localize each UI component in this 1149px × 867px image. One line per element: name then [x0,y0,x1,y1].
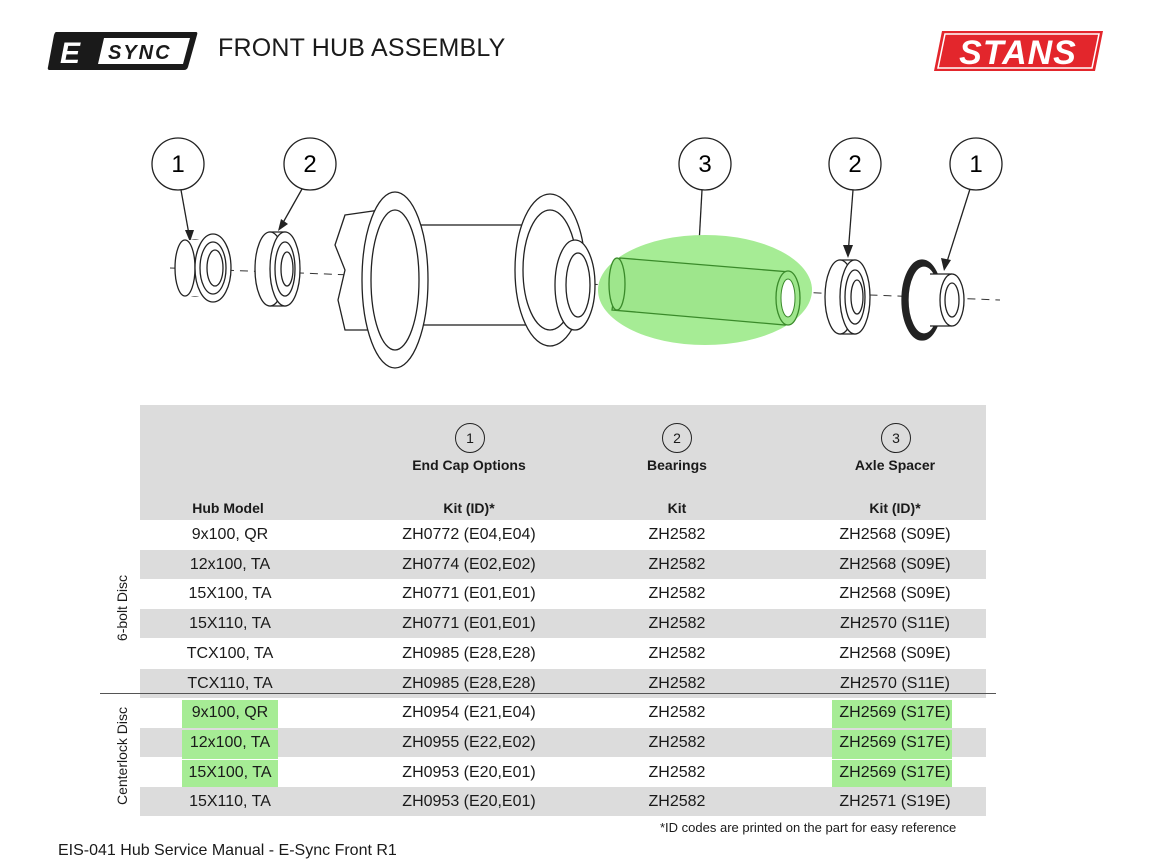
table-row: 15X110, TA ZH0953 (E20,E01) ZH2582 ZH2571 (… [140,787,986,817]
axle-spacer [598,235,812,345]
table-row: TCX110, TA ZH0985 (E28,E28) ZH2582 ZH2570 (… [140,668,986,698]
axle-spacer-cell: ZH2571 (S19E) [839,793,951,811]
callout-2-right-label: 2 [848,151,861,178]
end-cap-cell: ZH0953 (E20,E01) [402,763,536,781]
axle-spacer-cell: ZH2570 (S11E) [840,615,950,633]
highlight-hub-model [182,700,278,730]
axle-spacer-cell: ZH2569 (S17E) [839,733,951,751]
column-2-number: 2 [662,423,692,453]
callout-2-left: 2 [278,137,337,231]
brand-logo-text: STANS [959,34,1077,72]
end-cap-cell: ZH0954 (E21,E04) [402,704,536,722]
highlight-axle-spacer [832,759,952,787]
hub-model-cell: 9x100, QR [191,526,269,543]
callout-3-label: 3 [698,151,711,178]
end-cap-left [174,233,232,303]
axle-spacer-cell: ZH2570 (S11E) [840,674,950,692]
page-title: FRONT HUB ASSEMBLY [218,34,506,62]
axle-spacer-cell: ZH2569 (S17E) [839,763,951,781]
end-cap-right [901,259,965,341]
group-label-6-bolt: 6-bolt Disc [114,574,130,642]
callout-1-right-label: 1 [969,151,982,178]
end-cap-cell: ZH0772 (E04,E04) [402,526,536,543]
table-row: 12x100, TA ZH0955 (E22,E02) ZH2582 ZH2569 (… [140,727,986,759]
column-2-sub: Kit [667,500,687,516]
hub-model-cell: 15X100, TA [188,585,272,603]
bearing-cell: ZH2582 [648,555,706,573]
column-2-name: Bearings [647,457,707,473]
bearing-cell: ZH2582 [648,674,706,692]
hub-model-cell: TCX110, TA [187,674,273,692]
end-cap-cell: ZH0985 (E28,E28) [402,674,536,692]
bearing-left [254,231,301,307]
callout-2-left-label: 2 [303,151,316,178]
parts-table: 1 2 3 End Cap Options Bearings Axle Spac… [140,405,986,817]
end-cap-cell: ZH0771 (E01,E01) [402,585,536,603]
callout-1-left: 1 [151,137,205,242]
group-label-centerlock: Centerlock Disc [114,706,130,806]
group-divider [100,693,996,694]
bearing-right [824,259,871,335]
bearing-cell: ZH2582 [648,704,706,722]
bearing-cell: ZH2582 [648,733,706,751]
callout-1-left-label: 1 [171,151,184,178]
bearing-cell: ZH2582 [648,585,706,603]
highlight-axle-spacer [832,700,952,730]
bearing-cell: ZH2582 [648,615,706,633]
column-0-sub: Hub Model [192,500,264,516]
bearing-cell: ZH2582 [648,526,706,543]
axle-spacer-cell: ZH2568 (S09E) [839,644,951,662]
hub-model-cell: 12x100, TA [189,555,271,573]
end-cap-cell: ZH0774 (E02,E02) [402,555,536,573]
column-1-sub: Kit (ID)* [443,500,495,516]
bearing-cell: ZH2582 [648,763,706,781]
table-row: 9x100, QR ZH0772 (E04,E04) ZH2582 ZH2568 (S… [140,520,986,549]
table-row: 15X100, TA ZH0771 (E01,E01) ZH2582 ZH2568 (… [140,579,986,608]
table-header: 1 2 3 End Cap Options Bearings Axle Spac… [140,405,986,520]
hub-model-cell: 12x100, TA [189,733,271,751]
axle-spacer-cell: ZH2568 (S09E) [839,526,951,543]
column-1-number: 1 [455,423,485,453]
table-row: 15X110, TA ZH0771 (E01,E01) ZH2582 ZH2570 (… [140,609,986,639]
axle-spacer-cell: ZH2568 (S09E) [839,555,951,573]
column-3-name: Axle Spacer [854,457,936,473]
footer-text: EIS-041 Hub Service Manual - E-Sync Fron… [58,842,397,859]
table-row: 9x100, QR ZH0954 (E21,E04) ZH2582 ZH2569 (S… [140,698,986,730]
brand-logo: STANS [934,31,1103,72]
end-cap-cell: ZH0953 (E20,E01) [402,793,536,811]
end-cap-cell: ZH0771 (E01,E01) [402,615,536,633]
highlight-hub-model [182,729,278,759]
axle-spacer-cell: ZH2569 (S17E) [839,704,951,722]
hub-model-cell: 9x100, QR [191,704,269,722]
hub-shell [334,191,596,369]
table-row: 15X100, TA ZH0953 (E20,E01) ZH2582 ZH2569 (… [140,758,986,787]
column-1-name: End Cap Options [412,457,526,473]
hub-model-cell: TCX100, TA [186,644,274,662]
esync-logo: E SYNC [47,32,198,70]
bearing-cell: ZH2582 [648,793,706,811]
hub-model-cell: 15X100, TA [188,763,272,781]
hub-model-cell: 15X110, TA [189,793,271,811]
footnote: *ID codes are printed on the part for ea… [660,820,957,835]
hub-model-cell: 15X110, TA [189,615,271,633]
highlight-axle-spacer [832,729,952,759]
esync-logo-e: E [60,37,81,70]
end-cap-cell: ZH0955 (E22,E02) [402,733,536,751]
axle-spacer-cell: ZH2568 (S09E) [839,585,951,603]
table-row: 12x100, TA ZH0774 (E02,E02) ZH2582 ZH2568 (… [140,549,986,579]
highlight-hub-model [182,759,278,787]
column-3-sub: Kit (ID)* [869,500,921,516]
esync-logo-sync: SYNC [108,42,172,64]
end-cap-cell: ZH0985 (E28,E28) [402,644,536,662]
column-3-number: 3 [881,423,911,453]
table-row: TCX100, TA ZH0985 (E28,E28) ZH2582 ZH2568 (… [140,639,986,668]
hub-exploded-diagram: 1 2 3 2 1 [151,137,1003,369]
bearing-cell: ZH2582 [648,644,706,662]
callout-2-right: 2 [828,137,882,258]
callout-1-right: 1 [941,137,1003,271]
